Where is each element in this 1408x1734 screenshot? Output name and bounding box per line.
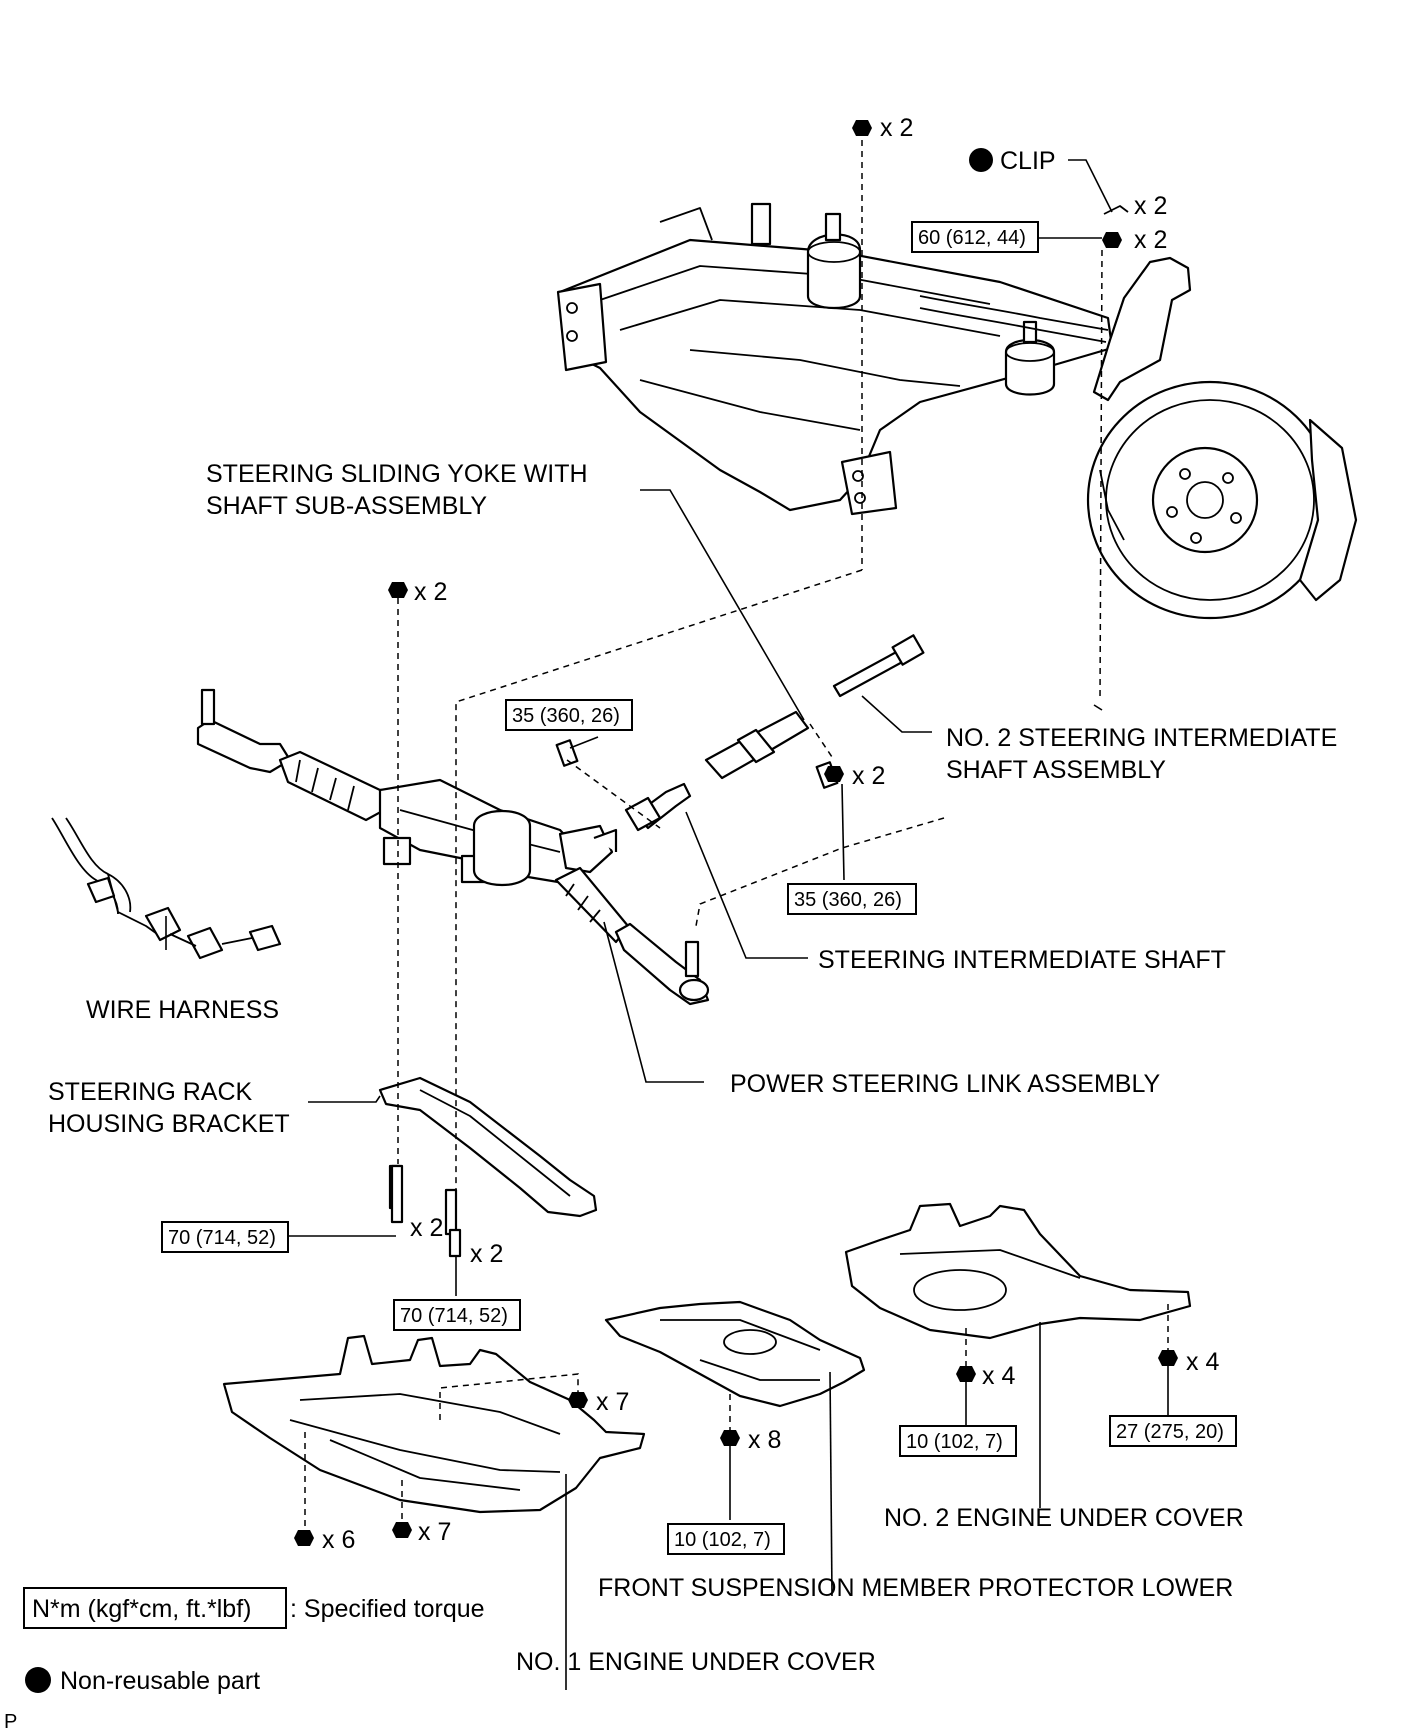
legend: N*m (kgf*cm, ft.*lbf) : Specified torque… xyxy=(4,1587,485,1733)
qty-clip-nut: x 2 xyxy=(1134,226,1167,254)
label-no2-shaft-1: NO. 2 STEERING INTERMEDIATE xyxy=(946,724,1337,752)
no2-engine-under-cover xyxy=(844,1202,1192,1340)
steering-rack-housing-bracket xyxy=(378,1076,598,1236)
cover-bolt-x6-icon xyxy=(294,1530,314,1546)
label-wire-harness: WIRE HARNESS xyxy=(86,996,279,1024)
torque-bracket-left: 70 (714, 52) xyxy=(168,1227,276,1249)
legend-torque-text: : Specified torque xyxy=(290,1595,485,1623)
label-rack-bracket-2: HOUSING BRACKET xyxy=(48,1110,290,1138)
no2-bolt-left-icon xyxy=(956,1366,976,1382)
nonreusable-dot-icon xyxy=(25,1667,51,1693)
clip-icon xyxy=(1103,205,1129,215)
label-no2-shaft-2: SHAFT ASSEMBLY xyxy=(946,756,1166,784)
label-rack-bracket-1: STEERING RACK xyxy=(48,1078,253,1106)
label-no2-engine-cover: NO. 2 ENGINE UNDER COVER xyxy=(884,1504,1244,1532)
label-sliding-yoke-1: STEERING SLIDING YOKE WITH xyxy=(206,460,588,488)
part-labels: CLIP STEERING SLIDING YOKE WITH SHAFT SU… xyxy=(48,147,1337,1676)
legend-nonreusable: Non-reusable part xyxy=(60,1667,260,1695)
label-no1-engine-cover: NO. 1 ENGINE UNDER COVER xyxy=(516,1648,876,1676)
bracket-bolt-right-icon xyxy=(448,1228,462,1258)
legend-torque-box xyxy=(23,1587,287,1629)
installation-guide-lines xyxy=(304,140,1169,1530)
steering-rack xyxy=(196,688,710,1006)
torque-no2-left: 10 (102, 7) xyxy=(906,1431,1003,1453)
cover-bolt-x7-top-icon xyxy=(568,1392,588,1408)
leader-lines xyxy=(165,159,1169,1690)
clip-nut-icon xyxy=(1102,232,1122,248)
cover-bolt-x7-bottom-icon xyxy=(392,1522,412,1538)
label-intermediate-shaft: STEERING INTERMEDIATE SHAFT xyxy=(818,946,1226,974)
corner-mark: P xyxy=(4,1711,17,1733)
qty-protector-bolt: x 8 xyxy=(748,1426,781,1454)
brake-disc-knuckle xyxy=(1086,256,1358,620)
qty-top-nut: x 2 xyxy=(880,114,913,142)
front-suspension-member-protector-lower xyxy=(604,1300,866,1408)
label-sliding-yoke-2: SHAFT SUB-ASSEMBLY xyxy=(206,492,487,520)
torque-bracket-right: 70 (714, 52) xyxy=(400,1305,508,1327)
fastener-markers xyxy=(294,120,1178,1546)
qty-clip: x 2 xyxy=(1134,192,1167,220)
qty-yoke-bolt: x 2 xyxy=(852,762,885,790)
nonreusable-dot-clip-icon xyxy=(969,148,993,172)
qty-no2-cover-right: x 4 xyxy=(1186,1348,1219,1376)
qty-bracket-bolt-right: x 2 xyxy=(470,1240,503,1268)
quantities: x 2 x 2 x 2 x 2 x 2 x 2 x 2 x 7 x 6 x 7 … xyxy=(322,114,1219,1554)
no1-engine-under-cover xyxy=(222,1334,646,1514)
legend-torque-units: N*m (kgf*cm, ft.*lbf) xyxy=(32,1595,251,1623)
label-power-steering-link: POWER STEERING LINK ASSEMBLY xyxy=(730,1070,1161,1098)
yoke-bolt-icon xyxy=(824,766,844,782)
torque-no2-right: 27 (275, 20) xyxy=(1116,1421,1224,1443)
steering-shafts xyxy=(555,634,925,832)
qty-no2-cover-left: x 4 xyxy=(982,1362,1015,1390)
label-front-susp-protector: FRONT SUSPENSION MEMBER PROTECTOR LOWER xyxy=(598,1574,1233,1602)
qty-no1-cover-right: x 7 xyxy=(596,1388,629,1416)
torque-yoke-bolt: 35 (360, 26) xyxy=(794,889,902,911)
torque-protector: 10 (102, 7) xyxy=(674,1529,771,1551)
rack-nut-icon xyxy=(388,582,408,598)
front-suspension-crossmember xyxy=(556,202,1114,516)
no2-bolt-right-icon xyxy=(1158,1350,1178,1366)
protector-bolt-icon xyxy=(720,1430,740,1446)
torque-specs: 60 (612, 44) 35 (360, 26) 35 (360, 26) 7… xyxy=(161,221,1237,1555)
qty-no1-cover-left: x 6 xyxy=(322,1526,355,1554)
torque-clip-nut: 60 (612, 44) xyxy=(918,227,1026,249)
qty-no1-cover-mid: x 7 xyxy=(418,1518,451,1546)
torque-shaft-bolt: 35 (360, 26) xyxy=(512,705,620,727)
qty-bracket-bolt-left: x 2 xyxy=(410,1214,443,1242)
top-nut-icon xyxy=(852,120,872,136)
label-clip: CLIP xyxy=(1000,147,1056,175)
wire-harness xyxy=(51,817,282,960)
bracket-bolt-left-icon xyxy=(390,1164,404,1224)
qty-rack-nut: x 2 xyxy=(414,578,447,606)
